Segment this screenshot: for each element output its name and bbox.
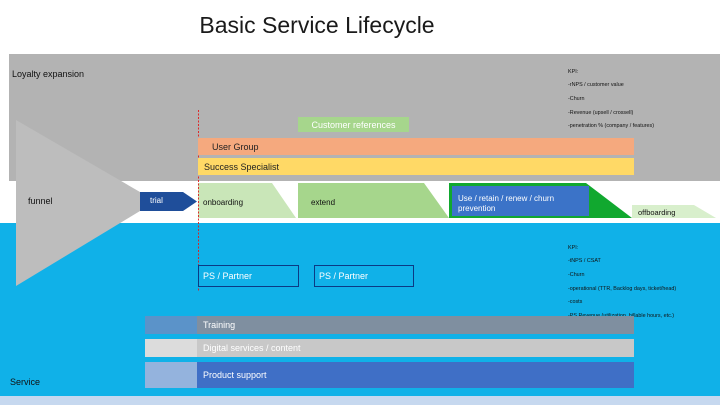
kpi-service-heading: KPI: xyxy=(568,244,579,251)
success-specialist-bar: Success Specialist xyxy=(198,158,634,175)
service-label: Service xyxy=(10,377,41,387)
trial-stage xyxy=(140,192,197,211)
funnel-label: funnel xyxy=(28,196,53,206)
onboarding-stage xyxy=(198,183,296,218)
digital-services-bar-lead xyxy=(145,339,197,357)
kpi-service-item: -PS Revenue (utilization, billable hours… xyxy=(568,312,675,319)
kpi-loyalty: KPI: -rNPS / customer value -Churn -Reve… xyxy=(568,62,654,137)
kpi-loyalty-heading: KPI: xyxy=(568,68,579,75)
offboarding-stage xyxy=(632,205,716,218)
extend-label: extend xyxy=(311,198,336,207)
offboarding-label: offboarding xyxy=(638,208,676,217)
kpi-loyalty-item: -rNPS / customer value xyxy=(568,82,624,89)
extend-stage xyxy=(298,183,449,218)
training-bar: Training xyxy=(197,316,634,334)
product-support-bar-lead xyxy=(145,362,197,388)
kpi-service-item: -Churn xyxy=(568,271,585,278)
ps-partner-box: PS / Partner xyxy=(314,265,414,287)
retain-stage xyxy=(452,186,589,216)
ps-partner-box: PS / Partner xyxy=(198,265,299,287)
page-title: Basic Service Lifecycle xyxy=(199,12,435,38)
kpi-loyalty-item: -Churn xyxy=(568,95,585,102)
digital-services-bar: Digital services / content xyxy=(197,339,634,357)
training-bar-lead xyxy=(145,316,197,334)
loyalty-label: Loyalty expansion xyxy=(12,69,85,79)
kpi-service-item: -costs xyxy=(568,299,583,306)
retain-label: Use / retain / renew / churn prevention xyxy=(458,194,555,213)
kpi-loyalty-item: -Revenue (upsell / crossell) xyxy=(568,109,634,116)
funnel-shape xyxy=(16,120,140,286)
trial-label: trial xyxy=(150,196,163,205)
bottom-strip xyxy=(0,396,720,405)
kpi-service-item: -operational (TTR, Backlog days, ticket/… xyxy=(568,285,677,292)
kpi-service: KPI: -tNPS / CSAT -Churn -operational (T… xyxy=(568,238,676,326)
kpi-service-item: -tNPS / CSAT xyxy=(568,258,601,265)
kpi-loyalty-item: -penetration % (company / features) xyxy=(568,123,654,130)
product-support-bar: Product support xyxy=(197,362,634,388)
onboarding-label: onboarding xyxy=(203,198,244,207)
customer-references-bar: Customer references xyxy=(298,117,409,132)
user-group-bar: User Group xyxy=(198,138,634,155)
